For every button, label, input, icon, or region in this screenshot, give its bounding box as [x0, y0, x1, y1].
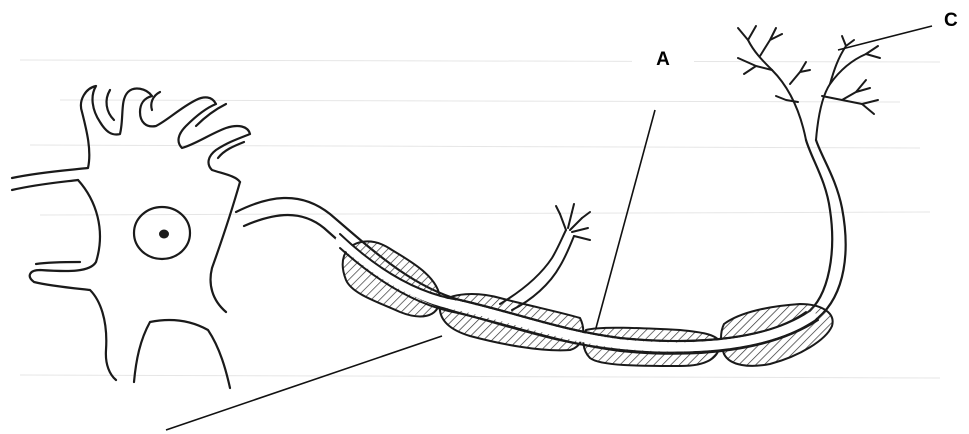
label-c: C	[944, 6, 969, 36]
label-a: A	[632, 28, 694, 92]
nucleolus	[159, 230, 169, 239]
label-pointers	[166, 26, 932, 430]
label-a-text: A	[656, 49, 670, 71]
pointer-line-unlabeled	[166, 336, 442, 430]
axon-terminals	[738, 26, 880, 140]
pointer-line-c	[838, 26, 932, 50]
label-c-text: C	[944, 10, 958, 32]
axon-collateral	[500, 204, 590, 310]
myelin-sheath	[343, 241, 833, 366]
pointer-line-a	[596, 110, 655, 328]
cell-body	[12, 86, 250, 388]
